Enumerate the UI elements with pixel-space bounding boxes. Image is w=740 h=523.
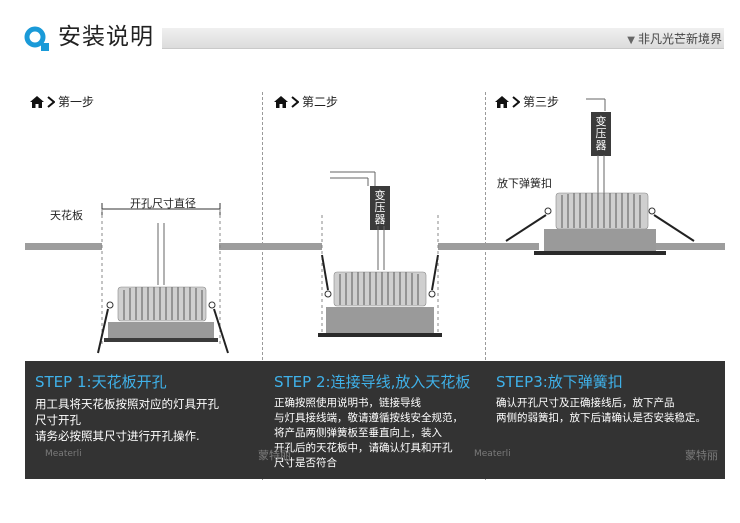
home-icon bbox=[274, 95, 288, 108]
step2-text: STEP 2:连接导线,放入天花板 正确按照使用说明书，链接导线 与灯具接线端，… bbox=[274, 371, 484, 471]
step1-label: 第一步 bbox=[58, 95, 95, 109]
step2-body: 正确按照使用说明书，链接导线 与灯具接线端，敬请遵循按线安全规范， 将产品两侧弹… bbox=[274, 396, 484, 471]
step1-body: 用工具将天花板按照对应的灯具开孔 尺寸开孔 请务必按照其尺寸进行开孔操作. bbox=[35, 396, 261, 444]
watermark: 蒙特丽 bbox=[685, 449, 718, 462]
home-icon bbox=[495, 95, 509, 108]
step3-illustration bbox=[505, 98, 695, 255]
transformer-box-2: 变压器 bbox=[370, 186, 390, 230]
ceiling-bar-3b bbox=[656, 243, 725, 250]
step1-illustration bbox=[97, 203, 229, 354]
step2-line: 正确按照使用说明书，链接导线 bbox=[274, 397, 421, 409]
step1-line: 请务必按照其尺寸进行开孔操作. bbox=[35, 429, 200, 443]
home-icon bbox=[30, 95, 44, 108]
watermark: 蒙特丽 bbox=[258, 449, 291, 462]
step2-line: 将产品两侧弹簧板至垂直向上，装入 bbox=[274, 427, 442, 439]
step2-head: 第二步 bbox=[274, 93, 338, 110]
triangle-down-icon: ▼ bbox=[627, 35, 635, 46]
section-header: 安装说明 ▼非凡光芒新境界 bbox=[0, 0, 740, 60]
spring-clip-label: 放下弹簧扣 bbox=[497, 177, 552, 190]
step3-line: 两侧的弱簧扣，放下后请确认是否安装稳定。 bbox=[496, 412, 706, 424]
ceiling-bar-3 bbox=[485, 243, 539, 250]
step2-line: 与灯具接线端，敬请遵循按线安全规范， bbox=[274, 412, 463, 424]
step1-title: STEP 1:天花板开孔 bbox=[35, 373, 167, 391]
ceiling-bar-2 bbox=[262, 243, 322, 250]
page-title: 安装说明 bbox=[58, 24, 154, 50]
step3-label: 第三步 bbox=[523, 95, 560, 109]
step3-body: 确认开孔尺寸及正确接线后，放下产品 两侧的弱簧扣，放下后请确认是否安装稳定。 bbox=[496, 396, 721, 426]
step1-line: 用工具将天花板按照对应的灯具开孔 bbox=[35, 397, 219, 411]
step2-line: 开孔后的天花板中，请确认灯具和开孔 bbox=[274, 442, 453, 454]
chevron-right-icon bbox=[291, 95, 299, 108]
step1-line: 尺寸开孔 bbox=[35, 413, 81, 427]
ceiling-bar-1b bbox=[219, 243, 262, 250]
step1-head: 第一步 bbox=[30, 93, 94, 110]
slogan: ▼非凡光芒新境界 bbox=[627, 30, 722, 47]
chevron-right-icon bbox=[47, 95, 55, 108]
step2-label: 第二步 bbox=[302, 95, 339, 109]
step3-head: 第三步 bbox=[495, 93, 559, 110]
step3-line: 确认开孔尺寸及正确接线后，放下产品 bbox=[496, 397, 675, 409]
step1-text: STEP 1:天花板开孔 用工具将天花板按照对应的灯具开孔 尺寸开孔 请务必按照… bbox=[35, 371, 261, 444]
hole-size-label: 开孔尺寸直径 bbox=[130, 197, 196, 210]
watermark: Meaterli bbox=[474, 449, 511, 459]
chevron-right-icon bbox=[512, 95, 520, 108]
watermark: Meaterli bbox=[45, 449, 82, 459]
ceiling-label: 天花板 bbox=[50, 209, 83, 222]
step2-illustration bbox=[318, 171, 442, 337]
separator-2 bbox=[485, 92, 486, 480]
step2-line: 尺寸是否符合 bbox=[274, 457, 337, 469]
ceiling-bar-1 bbox=[25, 243, 102, 250]
transformer-box-3: 变压器 bbox=[591, 112, 611, 156]
step2-title: STEP 2:连接导线,放入天花板 bbox=[274, 373, 471, 391]
slogan-text: 非凡光芒新境界 bbox=[637, 32, 722, 46]
ceiling-bar-2b bbox=[438, 243, 485, 250]
header-bar bbox=[162, 28, 724, 49]
magnifier-logo-icon bbox=[24, 26, 49, 51]
step3-title: STEP3:放下弹簧扣 bbox=[496, 373, 623, 391]
instructions-band: STEP 1:天花板开孔 用工具将天花板按照对应的灯具开孔 尺寸开孔 请务必按照… bbox=[25, 361, 725, 479]
step3-text: STEP3:放下弹簧扣 确认开孔尺寸及正确接线后，放下产品 两侧的弱簧扣，放下后… bbox=[496, 371, 721, 426]
separator-1 bbox=[262, 92, 263, 480]
